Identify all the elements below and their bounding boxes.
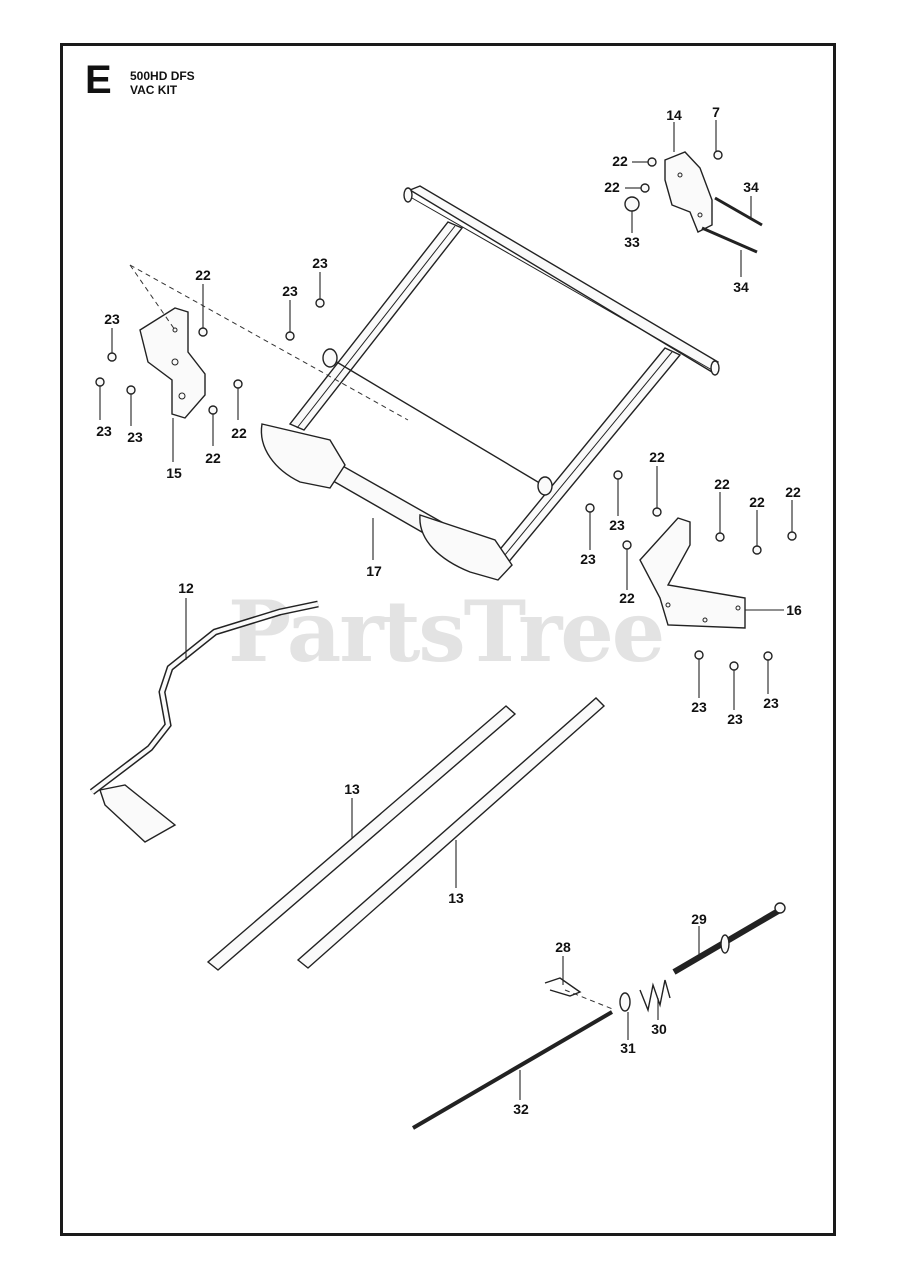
callout-22: 22 xyxy=(231,425,247,441)
callout-29: 29 xyxy=(691,911,707,927)
callout-22: 22 xyxy=(785,484,801,500)
model-name: 500HD DFS xyxy=(130,69,195,83)
callout-34: 34 xyxy=(743,179,759,195)
callout-28: 28 xyxy=(555,939,571,955)
callout-13: 13 xyxy=(344,781,360,797)
callout-15: 15 xyxy=(166,465,182,481)
callout-22: 22 xyxy=(619,590,635,606)
callout-16: 16 xyxy=(786,602,802,618)
watermark: PartsTree xyxy=(228,582,665,681)
part-32-rod xyxy=(411,989,616,1130)
callout-22: 22 xyxy=(714,476,730,492)
callout-23: 23 xyxy=(691,699,707,715)
part-29-pin xyxy=(672,902,786,975)
part-17-frame xyxy=(260,185,720,581)
callout-22: 22 xyxy=(205,450,221,466)
callout-23: 23 xyxy=(609,517,625,533)
section-letter: E xyxy=(85,58,112,102)
callout-32: 32 xyxy=(513,1101,529,1117)
diagram-frame xyxy=(60,43,836,1236)
callout-labels: 7 14 22 22 34 33 34 22 23 23 23 23 23 22… xyxy=(96,104,802,1117)
callout-23: 23 xyxy=(727,711,743,727)
part-33-knob xyxy=(624,196,640,212)
part-13-rods xyxy=(206,697,606,971)
callout-23: 23 xyxy=(104,311,120,327)
callout-23: 23 xyxy=(96,423,112,439)
callout-22: 22 xyxy=(612,153,628,169)
callout-23: 23 xyxy=(312,255,328,271)
part-15-bracket xyxy=(129,264,409,421)
callout-23: 23 xyxy=(763,695,779,711)
callout-22: 22 xyxy=(195,267,211,283)
callout-30: 30 xyxy=(651,1021,667,1037)
callout-22: 22 xyxy=(749,494,765,510)
part-30-spring xyxy=(639,979,671,1013)
part-14-bracket xyxy=(664,151,713,233)
callout-7: 7 xyxy=(712,104,720,120)
kit-name: VAC KIT xyxy=(130,83,178,97)
hardware-23-bolts xyxy=(95,298,773,671)
part-34-bolts xyxy=(701,196,763,254)
part-12-handle xyxy=(89,600,319,843)
leader-lines xyxy=(99,120,793,1100)
callout-17: 17 xyxy=(366,563,382,579)
callout-34: 34 xyxy=(733,279,749,295)
callout-33: 33 xyxy=(624,234,640,250)
callout-12: 12 xyxy=(178,580,194,596)
callout-22: 22 xyxy=(604,179,620,195)
part-28-clip xyxy=(544,977,582,997)
callout-23: 23 xyxy=(127,429,143,445)
callout-23: 23 xyxy=(282,283,298,299)
callout-23: 23 xyxy=(580,551,596,567)
callout-13: 13 xyxy=(448,890,464,906)
callout-31: 31 xyxy=(620,1040,636,1056)
part-16-bracket xyxy=(639,517,746,629)
callout-22: 22 xyxy=(649,449,665,465)
part-31-washer xyxy=(619,992,631,1012)
callout-14: 14 xyxy=(666,107,682,123)
